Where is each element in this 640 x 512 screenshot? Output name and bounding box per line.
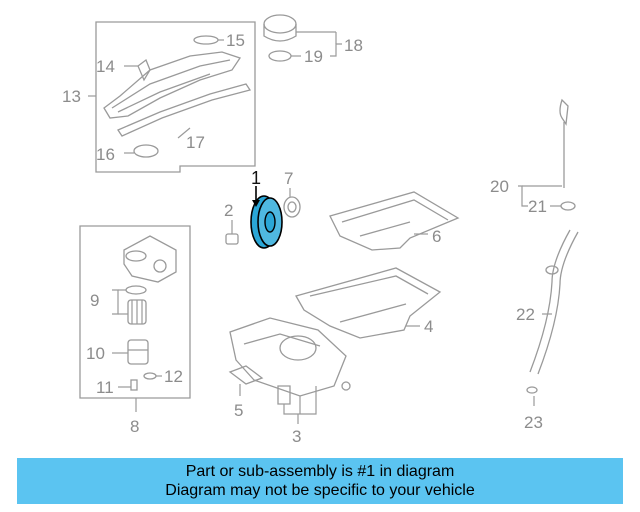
label-14: 14: [96, 57, 115, 76]
label-3: 3: [292, 427, 301, 446]
banner-line-2: Diagram may not be specific to your vehi…: [165, 482, 475, 499]
label-4: 4: [424, 317, 433, 336]
label-16: 16: [96, 145, 115, 164]
part-5-gasket: [228, 365, 264, 396]
label-21: 21: [528, 197, 547, 216]
label-11: 11: [96, 378, 114, 397]
label-12: 12: [164, 367, 183, 386]
label-13: 13: [62, 87, 81, 106]
part-4-oil-pan-upper: [295, 267, 442, 339]
group-20-dipstick: [518, 98, 579, 406]
part-6-baffle: [329, 191, 460, 251]
label-18: 18: [344, 36, 363, 55]
group-13-valve-cover: [88, 21, 256, 173]
label-22: 22: [516, 305, 535, 324]
label-6: 6: [432, 227, 441, 246]
label-5: 5: [234, 401, 243, 420]
parts-2-7: [225, 188, 301, 245]
label-1: 1: [251, 168, 261, 188]
label-15: 15: [226, 31, 245, 50]
label-2: 2: [224, 201, 233, 220]
label-7: 7: [284, 169, 293, 188]
banner-line-1: Part or sub-assembly is #1 in diagram: [185, 463, 455, 480]
group-8-oil-filter-housing: [79, 225, 191, 412]
label-19: 19: [304, 47, 323, 66]
label-10: 10: [86, 344, 105, 363]
label-23: 23: [524, 413, 543, 432]
part-3-oil-pan-lower: [229, 317, 351, 424]
label-8: 8: [130, 417, 139, 436]
label-20: 20: [490, 177, 509, 196]
label-17: 17: [186, 133, 205, 152]
group-18-oil-filler-cap: [263, 14, 342, 62]
label-9: 9: [90, 291, 99, 310]
part-1-highlighted: [250, 186, 283, 249]
callout-labels: 1 2 3 4 5 6 7 8 9 10 11 12 13 14 15 16 1…: [62, 31, 547, 446]
info-banner: Part or sub-assembly is #1 in diagram Di…: [17, 458, 623, 504]
